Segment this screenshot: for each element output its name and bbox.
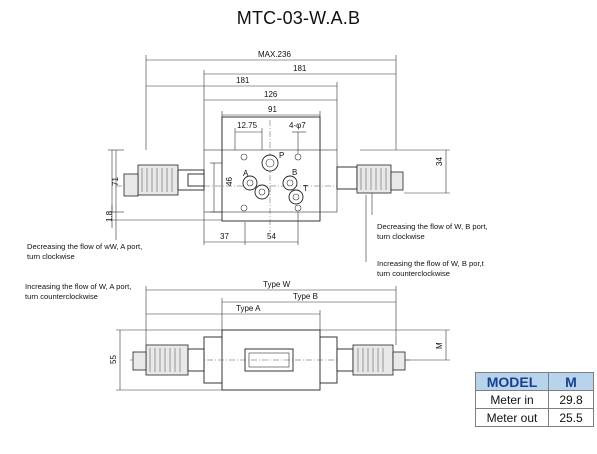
model-table-header-row: MODEL M <box>475 372 594 391</box>
right-adjuster-top <box>336 149 450 194</box>
note-left-decrease-line1: Decreasing the flow of wW, A port, <box>27 242 142 251</box>
dim-46: 46 <box>225 177 234 186</box>
type-b-label: Type B <box>293 292 318 301</box>
right-adjuster-front <box>336 344 406 376</box>
dim-54: 54 <box>267 232 276 241</box>
model-header-label: MODEL <box>475 372 549 391</box>
note-right-decrease-line1: Decreasing the flow of W, B port, <box>377 222 488 231</box>
note-right-increase-line1: Increasing the flow of W, B por,t <box>377 259 485 268</box>
note-left-increase-line2: turn counterclockwise <box>25 292 98 301</box>
dim-181-top: 181 <box>293 64 307 73</box>
dim-37: 37 <box>220 232 229 241</box>
dim-55: 55 <box>109 355 118 364</box>
bottom-dimensions-top-view <box>203 212 299 245</box>
row-value-meter-in: 29.8 <box>548 390 594 409</box>
dim-181-left: 181 <box>236 76 250 85</box>
model-header-value: M <box>548 372 594 391</box>
note-right-increase-line2: turn counterclockwise <box>377 269 450 278</box>
type-dimension-lines <box>145 286 397 345</box>
dim-12-75: 12.75 <box>237 121 258 130</box>
left-adjuster-front <box>132 344 205 376</box>
table-row: Meter out 25.5 <box>475 408 594 427</box>
valve-body-front <box>130 329 410 391</box>
left-adjuster-top <box>115 150 205 228</box>
dim-71: 71 <box>111 177 120 186</box>
dim-91: 91 <box>268 105 277 114</box>
table-row: Meter in 29.8 <box>475 390 594 409</box>
type-w-label: Type W <box>263 280 291 289</box>
valve-body-top <box>116 116 360 232</box>
type-a-label: Type A <box>236 304 261 313</box>
drawing-title: MTC-03-W.A.B <box>236 8 361 28</box>
row-label-meter-in: Meter in <box>475 390 549 409</box>
port-label-a: A <box>243 169 249 178</box>
row-value-meter-out: 25.5 <box>548 408 594 427</box>
port-label-t: T <box>303 184 308 193</box>
note-right-decrease-line2: turn clockwise <box>377 232 425 241</box>
dim-max-236: MAX.236 <box>258 50 291 59</box>
row-label-meter-out: Meter out <box>475 408 549 427</box>
port-label-b: B <box>292 168 297 177</box>
note-left-decrease-line2: turn clockwise <box>27 252 75 261</box>
note-left-increase-line1: Increasing the flow of W, A port, <box>25 282 131 291</box>
front-vertical-dimensions <box>116 329 450 391</box>
dim-126: 126 <box>264 90 278 99</box>
model-table: MODEL M Meter in 29.8 Meter out 25.5 <box>475 372 594 427</box>
left-vertical-dimensions <box>108 149 222 228</box>
dim-4-phi7: 4-φ7 <box>289 121 306 130</box>
dim-1-8: 1.8 <box>105 210 114 222</box>
note-leaders <box>115 193 373 262</box>
dim-m: M <box>435 342 444 349</box>
port-label-p: P <box>279 151 284 160</box>
dim-34: 34 <box>435 157 444 166</box>
